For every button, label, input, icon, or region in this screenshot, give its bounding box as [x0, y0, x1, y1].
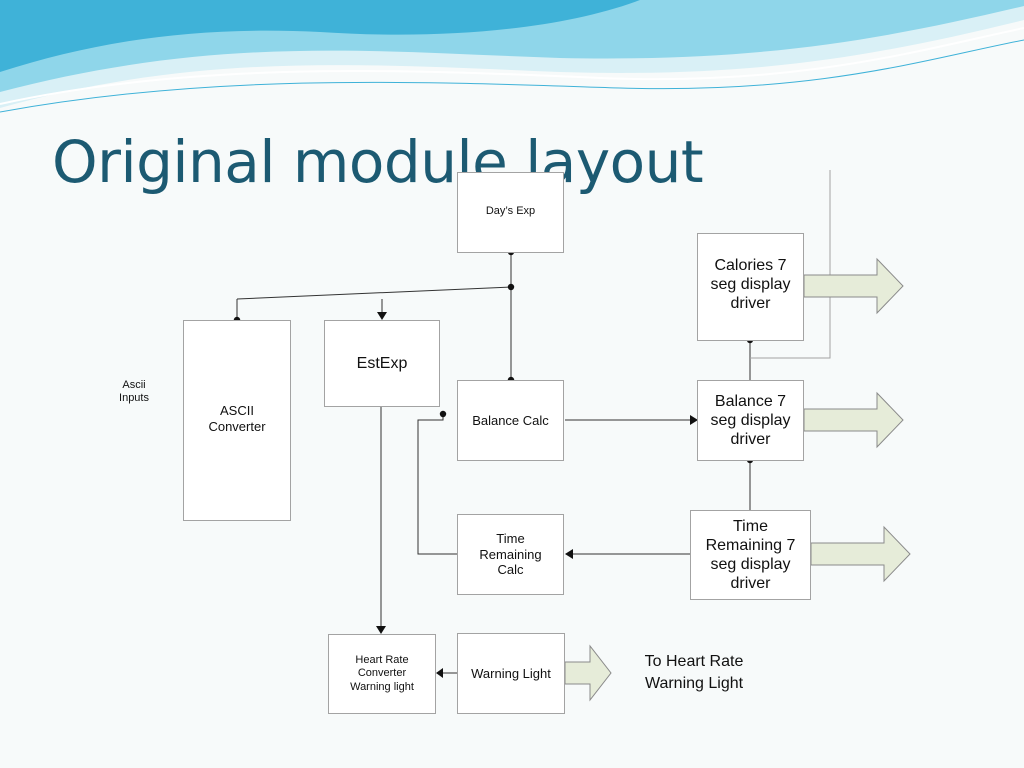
time-remaining-driver-label: Time Remaining 7 seg display driver [705, 517, 796, 593]
estexp-module: EstExp [324, 320, 440, 407]
balance-calc-label: Balance Calc [472, 412, 549, 428]
days-exp-module: Day’s Exp [457, 172, 564, 253]
wire-feedback-loop [417, 414, 457, 555]
arrowhead-estexp [377, 312, 387, 320]
output-arrow-warning-light [564, 644, 612, 702]
arrowhead-time-calc [565, 549, 573, 559]
arrowhead-heart-rate [376, 626, 386, 634]
time-remaining-driver-module: Time Remaining 7 seg display driver [690, 510, 811, 600]
to-heart-rate-label: To Heart Rate Warning Light [644, 653, 744, 693]
slide-title: Original module layout [52, 128, 704, 196]
arrowhead-warning-to-heart [436, 668, 443, 678]
output-arrow-calories [803, 257, 904, 315]
wire-right-bus [750, 170, 831, 359]
arrowhead-balance-driver [690, 415, 698, 425]
ascii-converter-module: ASCII Converter [183, 320, 291, 521]
ascii-inputs-label: Ascii Inputs [119, 379, 149, 404]
ascii-converter-label: ASCII Converter [208, 403, 266, 434]
balance-driver-module: Balance 7 seg display driver [697, 380, 804, 461]
time-remaining-calc-module: Time Remaining Calc [457, 514, 564, 595]
output-arrow-time-remaining [810, 525, 911, 583]
wire-bus-horizontal [236, 286, 512, 300]
heart-rate-converter-module: Heart Rate Converter Warning light [328, 634, 436, 714]
warning-light-module: Warning Light [457, 633, 565, 714]
junction-dot [439, 410, 447, 418]
time-remaining-calc-label: Time Remaining Calc [479, 531, 542, 578]
balance-driver-label: Balance 7 seg display driver [710, 392, 791, 449]
days-exp-label: Day’s Exp [485, 205, 536, 217]
heart-rate-converter-label: Heart Rate Converter Warning light [350, 654, 414, 693]
calories-driver-module: Calories 7 seg display driver [697, 233, 804, 341]
output-arrow-balance [803, 391, 904, 449]
balance-calc-module: Balance Calc [457, 380, 564, 461]
calories-driver-label: Calories 7 seg display driver [710, 257, 791, 313]
junction-dot [507, 283, 515, 291]
header-wave-decoration [0, 0, 1024, 113]
warning-light-label: Warning Light [471, 665, 551, 681]
estexp-label: EstExp [356, 355, 408, 372]
